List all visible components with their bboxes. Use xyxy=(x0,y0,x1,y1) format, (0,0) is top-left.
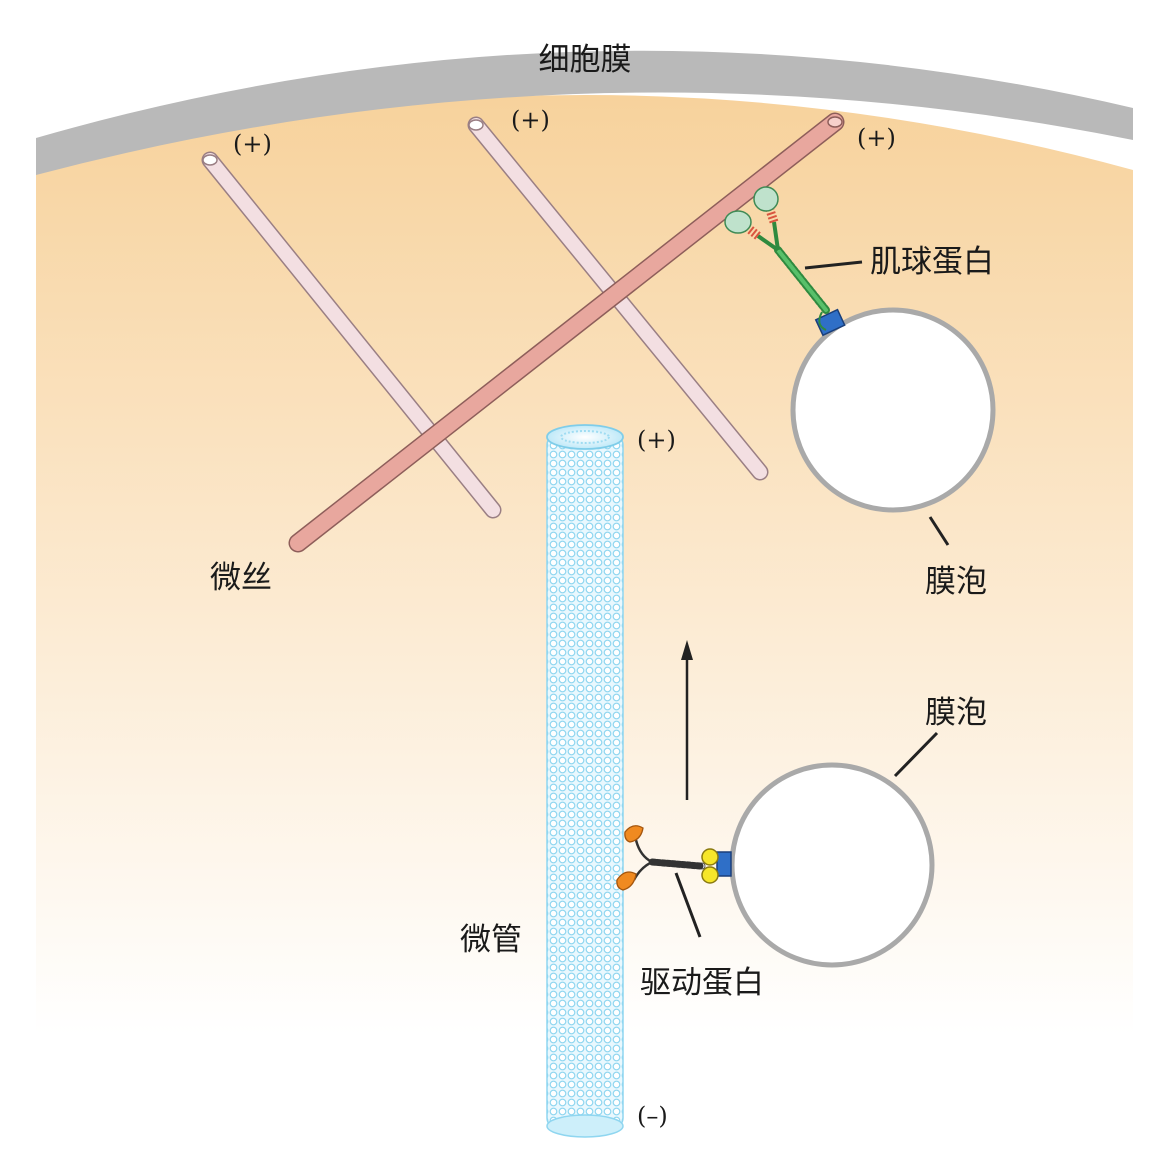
vesicle-lower xyxy=(729,762,935,968)
kinesin-light-chain xyxy=(701,848,719,866)
plus-end-microtubule: (+) xyxy=(637,426,676,454)
kinesin-receptor xyxy=(716,851,732,877)
plus-end-filament-right: (+) xyxy=(857,124,896,152)
label-vesicle-lower: 膜泡 xyxy=(925,695,987,731)
leader-line-kinesin xyxy=(674,872,702,938)
vesicle-upper xyxy=(790,307,996,513)
kinesin-light-chain xyxy=(701,866,719,884)
plus-end-filament-left: (+) xyxy=(233,130,272,158)
plus-end-filament-middle: (+) xyxy=(511,106,550,134)
leader-line-myosin xyxy=(804,260,863,270)
label-microfilament: 微丝 xyxy=(210,560,272,596)
leader-line-vesicle-upper xyxy=(928,516,950,546)
transport-direction-arrow xyxy=(681,640,693,800)
label-cell-membrane: 细胞膜 xyxy=(539,42,632,78)
label-myosin: 肌球蛋白 xyxy=(870,244,994,280)
leader-line-vesicle-lower xyxy=(893,731,939,778)
label-kinesin: 驱动蛋白 xyxy=(640,965,764,1001)
label-vesicle-upper: 膜泡 xyxy=(925,564,987,600)
kinesin-stalk xyxy=(648,858,704,870)
kinesin-motor xyxy=(616,825,732,891)
myosin-motor xyxy=(724,186,846,337)
microfilament-long xyxy=(288,112,845,553)
kinesin-head xyxy=(616,871,637,891)
minus-end-microtubule: (–) xyxy=(637,1102,668,1130)
kinesin-head xyxy=(624,825,644,843)
myosin-head xyxy=(753,186,779,212)
microfilament-left xyxy=(201,151,502,519)
label-microtubule: 微管 xyxy=(460,922,522,958)
cell-membrane xyxy=(36,50,1133,175)
myosin-head xyxy=(724,210,752,234)
microtubule xyxy=(546,424,624,1138)
